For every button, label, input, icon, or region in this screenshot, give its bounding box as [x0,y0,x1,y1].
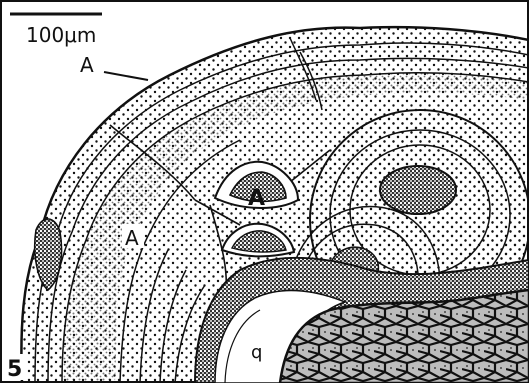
scale-bar: 100μm [2,2,112,48]
label-nucleus: A [248,186,265,211]
label-outer-layer: A [80,53,94,77]
label-inner-layer: A [125,226,139,250]
panel-number: 5 [7,357,22,382]
label-core: q [251,342,262,363]
scale-bar-label: 100μm [26,23,96,47]
